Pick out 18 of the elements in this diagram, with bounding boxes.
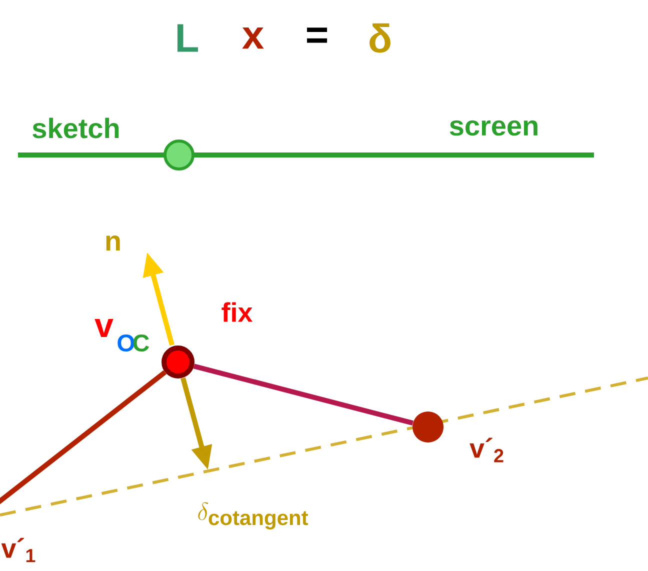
- subscript-letter: O: [118, 334, 134, 352]
- equation-symbol: x: [242, 27, 264, 49]
- equation-symbol: =: [306, 28, 328, 43]
- subscript-letter: C: [133, 334, 149, 352]
- equation-symbol: L: [177, 24, 198, 52]
- vertex-dot: [412, 412, 444, 442]
- line-segment: [0, 370, 167, 507]
- vertex-dot: [162, 346, 194, 378]
- slider-label: sketch: [32, 118, 119, 138]
- vector-label: n: [106, 235, 120, 251]
- fix-label: fix: [222, 302, 253, 322]
- vertex-label: v´$_{2}$: [470, 438, 504, 462]
- vertex-label: v´$_{1}$: [1, 538, 36, 562]
- equation-symbol: δ: [370, 23, 390, 53]
- vertex-label: v: [94, 319, 114, 337]
- line-segment: [193, 364, 414, 426]
- slider-label: screen: [450, 120, 538, 136]
- vector-label: $\delta_{\textbf{cotangent}}$: [198, 502, 308, 530]
